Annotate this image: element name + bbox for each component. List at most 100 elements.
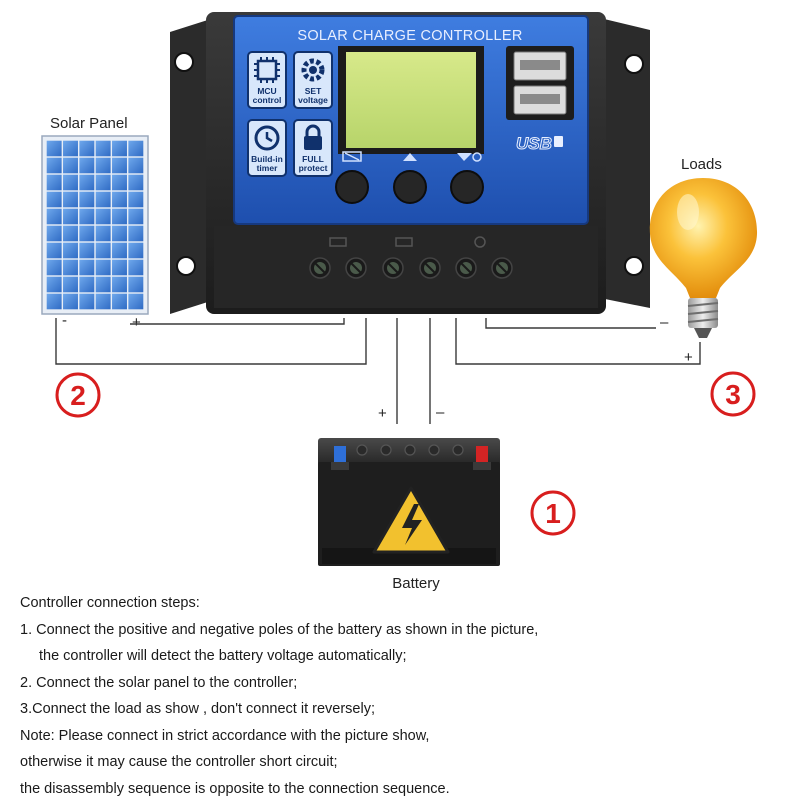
solar-minus-label: - (62, 312, 67, 329)
solar-cell (128, 158, 143, 174)
solar-cell (47, 175, 62, 191)
solar-cell (47, 158, 62, 174)
solar-cell (47, 209, 62, 225)
menu-button[interactable] (336, 171, 368, 203)
solar-cell (96, 141, 111, 157)
solar-cell (47, 260, 62, 276)
battery-vent-cap (405, 445, 415, 455)
step-3: 3.Connect the load as show , don't conne… (20, 696, 790, 723)
instructions-heading: Controller connection steps: (20, 590, 790, 617)
lcd-screen (346, 52, 476, 148)
solar-cell (128, 243, 143, 259)
solar-cell (79, 141, 94, 157)
note-line-1: Note: Please connect in strict accordanc… (20, 723, 790, 750)
solar-cell (63, 277, 78, 293)
solar-cell (47, 192, 62, 208)
solar-cell (112, 277, 127, 293)
feature-label-line2: timer (257, 163, 278, 173)
step-2: 2. Connect the solar panel to the contro… (20, 670, 790, 697)
right-top-screw-hole (625, 55, 643, 73)
solar-cell (63, 243, 78, 259)
solar-cell (79, 260, 94, 276)
solar-cell (112, 243, 127, 259)
solar-plus-label: + (132, 314, 141, 331)
solar-cell (63, 141, 78, 157)
up-button[interactable] (394, 171, 426, 203)
solar-panel-label: Solar Panel (50, 115, 128, 132)
solar-cell (112, 175, 127, 191)
solar-cell (79, 209, 94, 225)
solar-cell (128, 209, 143, 225)
solar-cell (112, 192, 127, 208)
step-marker-1: 1 (532, 492, 574, 534)
note-line-3: the disassembly sequence is opposite to … (20, 776, 790, 802)
solar-cell (96, 294, 111, 310)
svg-text:2: 2 (70, 380, 86, 411)
solar-cell (128, 141, 143, 157)
solar-cell (79, 243, 94, 259)
solar-cell (128, 175, 143, 191)
usb-ports[interactable] (506, 46, 574, 120)
solar-cell (79, 277, 94, 293)
solar-cell (47, 277, 62, 293)
svg-text:3: 3 (725, 379, 741, 410)
battery (318, 438, 500, 566)
solar-cell (63, 192, 78, 208)
battery-plus-label: + (378, 405, 387, 422)
solar-cell (112, 226, 127, 242)
solar-cell (128, 277, 143, 293)
terminal-screw-6 (492, 258, 512, 278)
solar-cell (63, 226, 78, 242)
svg-text:1: 1 (545, 498, 561, 529)
battery-vent-cap (429, 445, 439, 455)
solar-cell (112, 158, 127, 174)
solar-cell (112, 141, 127, 157)
solar-cell (79, 158, 94, 174)
solar-cell (128, 192, 143, 208)
load-negative-wire (486, 318, 656, 328)
terminal-screw-4 (420, 258, 440, 278)
right-bottom-screw-hole (625, 257, 643, 275)
solar-cell (96, 192, 111, 208)
down-button[interactable] (451, 171, 483, 203)
battery-vent-cap (357, 445, 367, 455)
battery-vent-cap (381, 445, 391, 455)
solar-cell (112, 294, 127, 310)
battery-negative-terminal (334, 446, 346, 464)
solar-negative-wire (56, 318, 366, 364)
loads-label: Loads (681, 156, 722, 173)
controller-title: SOLAR CHARGE CONTROLLER (297, 28, 522, 44)
solar-cell (63, 294, 78, 310)
usb-symbol-icon (554, 136, 563, 147)
solar-cell (96, 209, 111, 225)
battery-vent-cap (453, 445, 463, 455)
usb-label: USB (516, 134, 552, 153)
solar-cell (96, 277, 111, 293)
terminal-screw-1 (310, 258, 330, 278)
feature-label-line2: protect (299, 163, 328, 173)
solar-cell (47, 141, 62, 157)
solar-cell (47, 294, 62, 310)
solar-cell (63, 260, 78, 276)
battery-positive-terminal (476, 446, 488, 464)
connection-instructions: Controller connection steps: 1. Connect … (20, 590, 790, 802)
solar-cell (79, 226, 94, 242)
solar-cell (96, 260, 111, 276)
solar-cell (79, 192, 94, 208)
solar-cell (63, 175, 78, 191)
terminal-screw-5 (456, 258, 476, 278)
solar-cell (47, 243, 62, 259)
solar-cell (79, 175, 94, 191)
left-top-screw-hole (175, 53, 193, 71)
terminal-screw-2 (346, 258, 366, 278)
solar-cell (47, 226, 62, 242)
solar-cell (96, 175, 111, 191)
step-marker-2: 2 (57, 374, 99, 416)
solar-cell (112, 209, 127, 225)
feature-label-line2: control (253, 95, 282, 105)
step-marker-3: 3 (712, 373, 754, 415)
